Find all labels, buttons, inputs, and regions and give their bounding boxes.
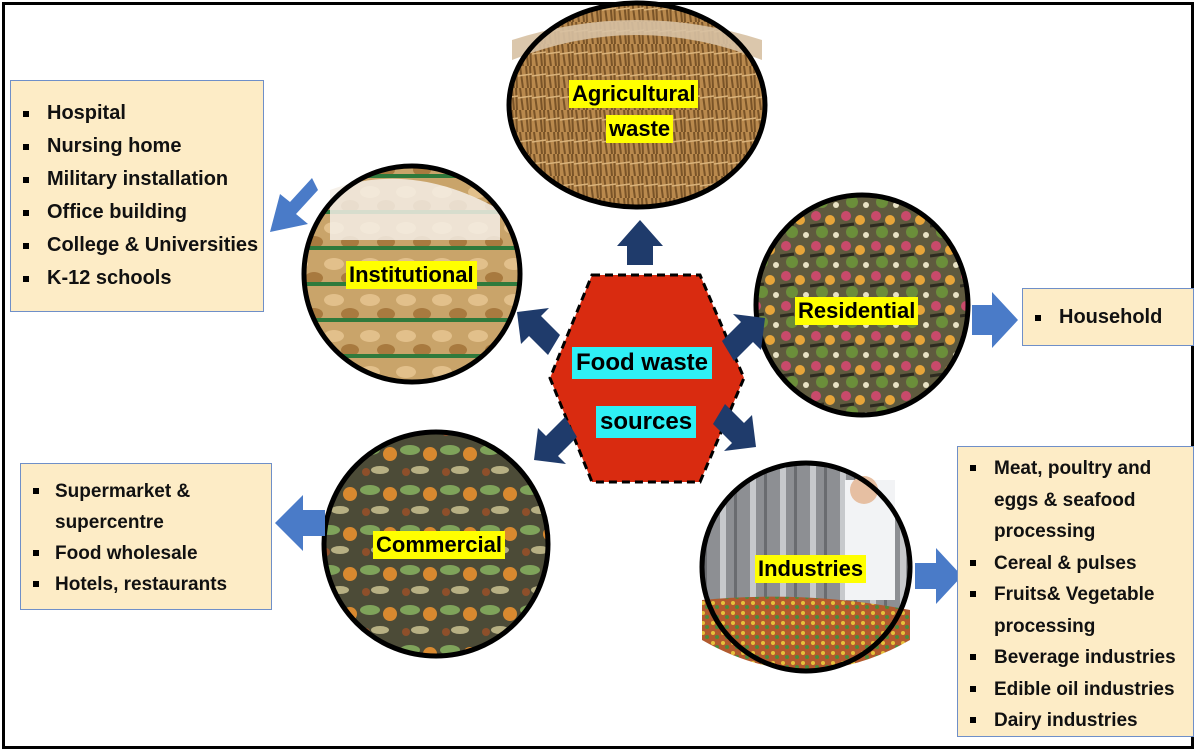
- commercial-list: Supermarket & supercentre Food wholesale…: [21, 476, 271, 600]
- industries-list: Meat, poultry and eggs & seafood process…: [958, 453, 1193, 737]
- arrow-to-residential: [722, 314, 765, 361]
- list-item-continuation: supercentre: [55, 512, 164, 533]
- list-item-continuation: processing: [994, 615, 1096, 637]
- list-item: Hotels, restaurants: [21, 569, 271, 600]
- list-item: Cereal & pulses: [958, 548, 1193, 580]
- industries-box: Meat, poultry and eggs & seafood process…: [957, 446, 1194, 737]
- list-item: Edible oil industries: [958, 674, 1193, 706]
- list-item: Dairy industries: [958, 705, 1193, 737]
- arrow-to-commercial-box: [275, 495, 325, 551]
- list-item-continuation: eggs & seafood: [994, 489, 1136, 511]
- list-item: Fruits& Vegetable: [958, 579, 1193, 611]
- list-item: Office building: [11, 196, 263, 229]
- institutional-box: Hospital Nursing home Military installat…: [10, 80, 264, 312]
- arrow-to-institutional-box: [270, 178, 318, 232]
- institutional-label: Institutional: [346, 261, 477, 289]
- list-item: Hospital: [11, 97, 263, 130]
- list-item: Food wholesale: [21, 538, 271, 569]
- arrow-to-commercial: [534, 417, 577, 464]
- industries-label: Industries: [755, 555, 867, 583]
- agricultural-label-line2: waste: [606, 115, 674, 143]
- list-item: Meat, poultry and: [958, 453, 1193, 485]
- center-label-line1: Food waste: [572, 347, 713, 379]
- list-item-continuation: processing: [994, 521, 1096, 542]
- list-item: Military installation: [11, 163, 263, 196]
- list-item: Beverage industries: [958, 642, 1193, 674]
- residential-box: Household: [1022, 288, 1194, 346]
- residential-list: Household: [1023, 301, 1193, 334]
- list-item: College & Universities: [11, 229, 263, 262]
- arrow-to-industries: [713, 404, 756, 451]
- list-item: Supermarket &: [21, 476, 271, 507]
- arrow-to-institutional: [517, 308, 560, 355]
- list-item: Nursing home: [11, 130, 263, 163]
- residential-label: Residential: [795, 297, 919, 325]
- institutional-list: Hospital Nursing home Military installat…: [11, 97, 263, 295]
- center-label-line2: sources: [596, 406, 697, 438]
- commercial-label: Commercial: [373, 531, 505, 559]
- arrow-to-residential-box: [972, 292, 1018, 348]
- list-item: Household: [1023, 301, 1193, 334]
- agricultural-label-line1: Agricultural: [569, 80, 699, 108]
- commercial-box: Supermarket & supercentre Food wholesale…: [20, 463, 272, 610]
- arrow-to-industries-box: [915, 548, 962, 604]
- arrow-to-agricultural: [617, 220, 663, 265]
- list-item: K-12 schools: [11, 262, 263, 295]
